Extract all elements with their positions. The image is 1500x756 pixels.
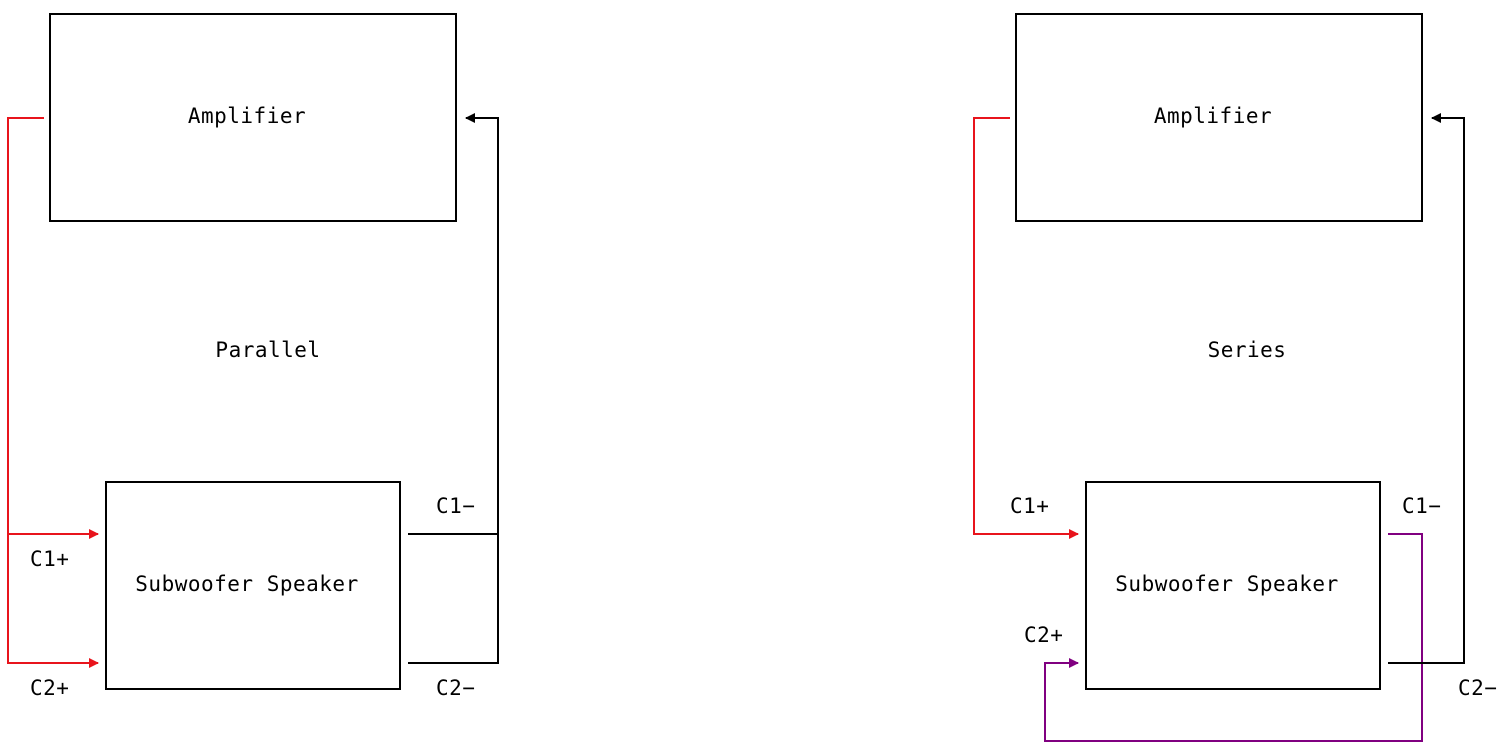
series-bridge-wire bbox=[1044, 533, 1423, 742]
parallel-positive-wire-c2 bbox=[7, 534, 99, 668]
parallel-amplifier-box bbox=[49, 13, 457, 222]
series-c1-plus-label: C1+ bbox=[1010, 494, 1049, 518]
parallel-speaker-box bbox=[105, 481, 401, 690]
series-c2-plus-label: C2+ bbox=[1024, 623, 1063, 647]
series-c1-minus-label: C1− bbox=[1402, 494, 1441, 518]
parallel-negative-wire-c2 bbox=[408, 534, 499, 664]
parallel-title: Parallel bbox=[215, 338, 320, 362]
series-amplifier-box bbox=[1015, 13, 1423, 222]
series-c2-minus-label: C2− bbox=[1458, 676, 1497, 700]
parallel-c1-plus-label: C1+ bbox=[30, 547, 69, 571]
series-title: Series bbox=[1208, 338, 1287, 362]
parallel-negative-wire-c1 bbox=[408, 113, 499, 535]
series-diagram: Amplifier Subwoofer Speaker Series C1+ C… bbox=[973, 13, 1497, 742]
parallel-c2-minus-label: C2− bbox=[436, 676, 475, 700]
parallel-diagram: Amplifier Subwoofer Speaker Parallel C1+… bbox=[7, 13, 499, 700]
series-amplifier-label: Amplifier bbox=[1154, 104, 1272, 128]
parallel-c1-minus-label: C1− bbox=[436, 494, 475, 518]
series-speaker-box bbox=[1085, 481, 1381, 690]
parallel-c2-plus-label: C2+ bbox=[30, 676, 69, 700]
parallel-amplifier-label: Amplifier bbox=[188, 104, 306, 128]
parallel-speaker-label: Subwoofer Speaker bbox=[135, 572, 358, 596]
series-negative-wire bbox=[1388, 113, 1465, 664]
series-speaker-label: Subwoofer Speaker bbox=[1115, 572, 1338, 596]
series-positive-wire bbox=[973, 117, 1079, 539]
parallel-positive-wire-c1 bbox=[7, 117, 99, 539]
